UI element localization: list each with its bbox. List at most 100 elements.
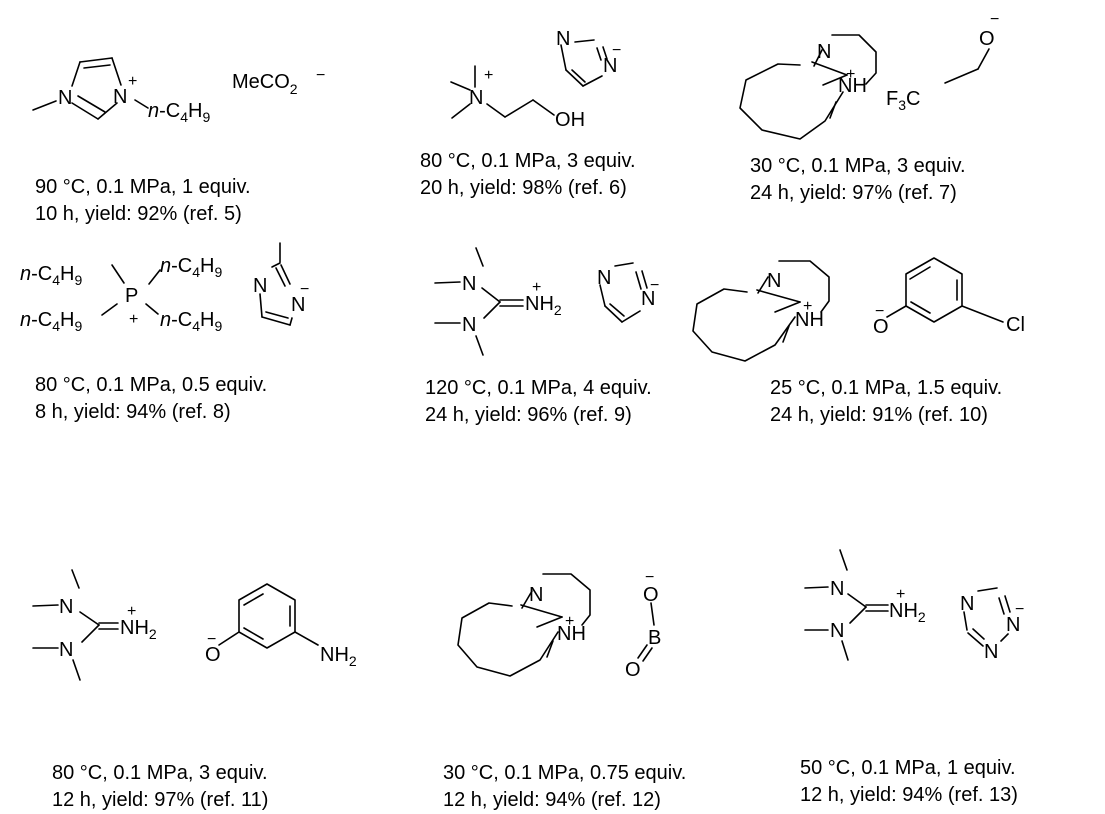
imidazolium-ring [32, 57, 149, 120]
iminium-label: NH2 [120, 617, 157, 642]
tetramethylguanidinium [434, 247, 524, 356]
conditions-caption-8: 30 °C, 0.1 MPa, 0.75 equiv. 12 h, yield:… [443, 760, 686, 814]
conditions-line: 50 °C, 0.1 MPa, 1 equiv. [800, 757, 1016, 779]
chlorine-label: Cl [1006, 314, 1025, 336]
oxygen-label: O [979, 28, 995, 50]
nitrogen-label: N [597, 267, 611, 289]
butyl-label: n-C4H9 [160, 309, 222, 334]
positive-charge: + [128, 73, 137, 90]
triazolide-anion [963, 587, 1011, 647]
iminium-label: NH2 [525, 293, 562, 318]
dbu-bicycle [692, 260, 830, 362]
negative-charge: − [875, 303, 884, 320]
nitrogen-label: N [984, 641, 998, 663]
conditions-line: 120 °C, 0.1 MPa, 4 equiv. [425, 377, 652, 399]
nitrogen-label: N [1006, 614, 1020, 636]
conditions-caption-7: 80 °C, 0.1 MPa, 3 equiv. 12 h, yield: 97… [52, 760, 268, 814]
conditions-line: 12 h, yield: 97% (ref. 11) [52, 789, 269, 811]
conditions-line: 24 h, yield: 97% (ref. 7) [750, 182, 957, 204]
positive-charge: + [803, 298, 812, 315]
conditions-line: 24 h, yield: 96% (ref. 9) [425, 404, 632, 426]
oxygen-label: O [873, 316, 889, 338]
negative-charge: − [207, 631, 216, 648]
positive-charge: + [896, 586, 905, 603]
cf3-label: F3C [886, 88, 920, 113]
iminium-label: NH [795, 309, 824, 331]
chlorophenolate-ring [886, 257, 1004, 323]
hydroxyl-label: OH [555, 109, 585, 131]
butyl-label: n-C4H9 [160, 255, 222, 280]
aminophenolate-ring [218, 583, 319, 649]
conditions-line: 12 h, yield: 94% (ref. 13) [800, 784, 1018, 806]
oxygen-label: O [625, 659, 641, 681]
positive-charge: + [565, 613, 574, 630]
trifluoroethoxide-anion [944, 48, 990, 84]
oxygen-label: O [643, 584, 659, 606]
nitrogen-label: N [817, 41, 831, 63]
amine-label: NH2 [320, 644, 357, 669]
nitrogen-label: N [830, 620, 844, 642]
negative-charge: − [300, 281, 309, 298]
nitrogen-label: N [641, 288, 655, 310]
oxygen-label: O [205, 644, 221, 666]
negative-charge: − [316, 67, 325, 84]
nitrogen-label: N [253, 275, 267, 297]
butyl-label: n-C4H9 [148, 100, 210, 125]
conditions-line: 80 °C, 0.1 MPa, 0.5 equiv. [35, 374, 268, 396]
positive-charge: + [846, 66, 855, 83]
butyl-label: n-C4H9 [20, 309, 82, 334]
iminium-label: NH2 [889, 600, 926, 625]
conditions-line: 25 °C, 0.1 MPa, 1.5 equiv. [770, 377, 1003, 399]
conditions-line: 80 °C, 0.1 MPa, 3 equiv. [420, 150, 636, 172]
butyl-label: n-C4H9 [20, 263, 82, 288]
conditions-line: 30 °C, 0.1 MPa, 0.75 equiv. [443, 762, 687, 784]
conditions-caption-5: 120 °C, 0.1 MPa, 4 equiv. 24 h, yield: 9… [425, 375, 652, 429]
conditions-caption-4: 80 °C, 0.1 MPa, 0.5 equiv. 8 h, yield: 9… [35, 372, 267, 426]
conditions-line: 20 h, yield: 98% (ref. 6) [420, 177, 627, 199]
conditions-line: 80 °C, 0.1 MPa, 3 equiv. [52, 762, 268, 784]
nitrogen-label: N [603, 55, 617, 77]
nitrogen-label: N [58, 87, 72, 109]
conditions-caption-1: 90 °C, 0.1 MPa, 1 equiv. 10 h, yield: 92… [35, 174, 251, 228]
positive-charge: + [484, 67, 493, 84]
metaborate-anion [637, 602, 655, 662]
conditions-line: 12 h, yield: 94% (ref. 12) [443, 789, 661, 811]
dbu-bicycle [739, 34, 877, 140]
phosphonium-bonds [101, 264, 161, 316]
conditions-line: 8 h, yield: 94% (ref. 8) [35, 401, 231, 423]
acetate-label: MeCO2 [232, 71, 298, 97]
conditions-line: 24 h, yield: 91% (ref. 10) [770, 404, 988, 426]
iminium-label: NH [838, 75, 867, 97]
positive-charge: + [129, 311, 138, 328]
iminium-label: NH [557, 623, 586, 645]
negative-charge: − [650, 277, 659, 294]
dbu-bicycle [457, 573, 591, 677]
negative-charge: − [612, 42, 621, 59]
conditions-line: 10 h, yield: 92% (ref. 5) [35, 203, 242, 225]
methylimidazolide-anion [259, 242, 293, 326]
negative-charge: − [990, 11, 999, 28]
nitrogen-label: N [830, 578, 844, 600]
positive-charge: + [532, 279, 541, 296]
phosphorus-label: P [125, 285, 138, 307]
tetramethylguanidinium [32, 569, 119, 681]
tetramethylguanidinium [804, 549, 889, 661]
nitrogen-label: N [960, 593, 974, 615]
conditions-caption-9: 50 °C, 0.1 MPa, 1 equiv. 12 h, yield: 94… [800, 755, 1018, 809]
nitrogen-label: N [462, 273, 476, 295]
nitrogen-label: N [59, 596, 73, 618]
positive-charge: + [127, 603, 136, 620]
negative-charge: − [645, 569, 654, 586]
nitrogen-label: N [462, 314, 476, 336]
nitrogen-label: N [59, 639, 73, 661]
nitrogen-label: N [113, 86, 127, 108]
conditions-caption-6: 25 °C, 0.1 MPa, 1.5 equiv. 24 h, yield: … [770, 375, 1002, 429]
